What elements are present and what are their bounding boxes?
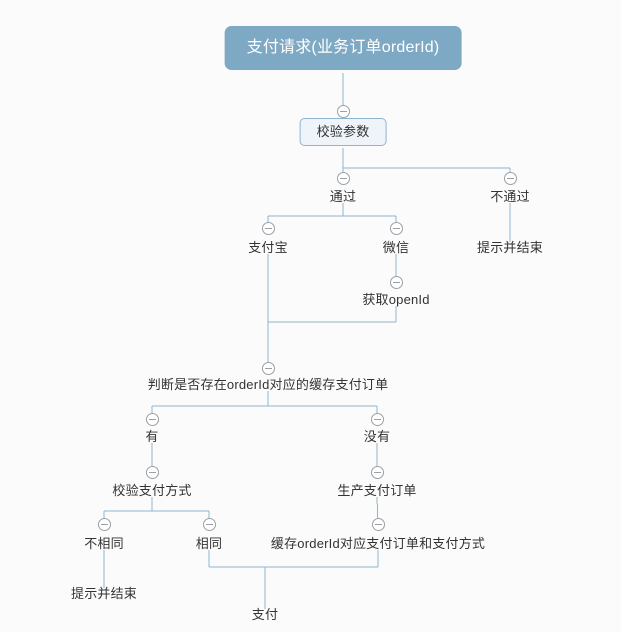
edge-check-branch <box>151 391 378 419</box>
edge-validate-branch <box>342 148 511 178</box>
edge-pass-branch <box>267 203 397 228</box>
edge-merge-to-pay <box>209 566 378 609</box>
node-same[interactable]: 相同 <box>195 536 223 551</box>
node-pay[interactable]: 支付 <box>251 607 279 622</box>
toggle-alipay[interactable] <box>261 221 275 235</box>
node-not-same[interactable]: 不相同 <box>84 536 124 551</box>
node-get-openid[interactable]: 获取openId <box>362 292 430 307</box>
node-cache-order[interactable]: 缓存orderId对应支付订单和支付方式 <box>270 536 486 551</box>
node-has-cache[interactable]: 有 <box>145 429 159 444</box>
edge-merge-to-check <box>267 321 396 368</box>
node-verify-pay-method[interactable]: 校验支付方式 <box>112 483 192 498</box>
node-alipay[interactable]: 支付宝 <box>248 240 288 255</box>
edge-verify-branch <box>103 497 210 524</box>
node-root-payment-request[interactable]: 支付请求(业务订单orderId) <box>224 26 462 70</box>
node-fail-end[interactable]: 提示并结束 <box>476 240 544 255</box>
toggle-not-same[interactable] <box>97 517 111 531</box>
toggle-pass[interactable] <box>336 171 350 185</box>
toggle-no-cache[interactable] <box>370 412 384 426</box>
node-not-same-end[interactable]: 提示并结束 <box>70 586 138 601</box>
toggle-fail[interactable] <box>503 171 517 185</box>
toggle-cache-order[interactable] <box>371 517 385 531</box>
toggle-create-pay-order[interactable] <box>370 465 384 479</box>
node-fail[interactable]: 不通过 <box>490 189 530 204</box>
node-no-cache[interactable]: 没有 <box>363 429 391 444</box>
toggle-wechat[interactable] <box>389 221 403 235</box>
toggle-verify-pay-method[interactable] <box>145 465 159 479</box>
node-create-pay-order[interactable]: 生产支付订单 <box>337 483 417 498</box>
toggle-check-cache[interactable] <box>261 361 275 375</box>
toggle-get-openid[interactable] <box>389 275 403 289</box>
toggle-same[interactable] <box>202 517 216 531</box>
node-wechat[interactable]: 微信 <box>382 240 410 255</box>
toggle-has-cache[interactable] <box>145 412 159 426</box>
node-validate-params[interactable]: 校验参数 <box>299 118 387 146</box>
toggle-validate-params[interactable] <box>336 104 350 118</box>
node-check-cache[interactable]: 判断是否存在orderId对应的缓存支付订单 <box>147 377 389 392</box>
node-pass[interactable]: 通过 <box>329 189 357 204</box>
